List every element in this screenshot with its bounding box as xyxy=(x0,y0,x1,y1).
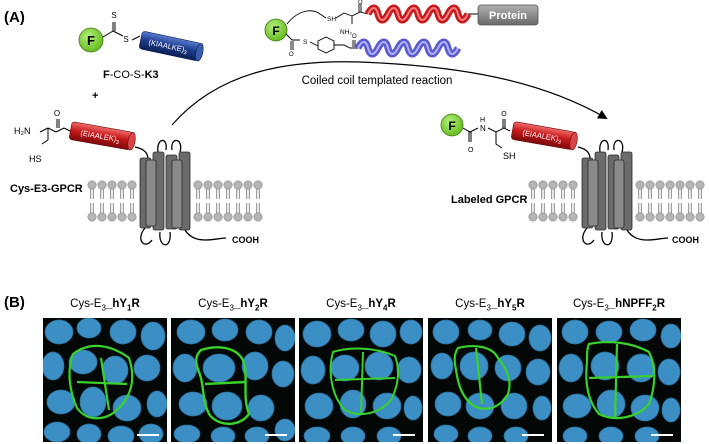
svg-text:S: S xyxy=(303,39,308,46)
thiol-label: HS xyxy=(29,154,42,164)
svg-text:O: O xyxy=(289,52,294,58)
labeled-gpcr-label: Labeled GPCR xyxy=(451,194,527,206)
svg-text:H: H xyxy=(480,117,485,124)
image-title-3: Cys-E3_hY4R xyxy=(326,298,396,313)
gpcr-receptor-icon xyxy=(134,139,227,246)
svg-text:O: O xyxy=(468,147,474,154)
thiol-label-right: SH xyxy=(503,151,516,161)
image-title-4: Cys-E3_hY5R xyxy=(455,298,525,313)
svg-text:O: O xyxy=(352,34,357,40)
cys-e3-gpcr-label: Cys-E3-GPCR xyxy=(10,183,83,195)
svg-text:SH: SH xyxy=(327,16,336,23)
cooh-label-right: COOH xyxy=(672,235,699,245)
svg-text:O: O xyxy=(501,111,507,118)
microscopy-image-3 xyxy=(299,318,423,442)
e3-helix-cylinder-right: (EIAALEK)3 xyxy=(511,121,578,151)
svg-text:N: N xyxy=(480,124,486,133)
cooh-label-left: COOH xyxy=(232,235,259,245)
image-title-1: Cys-E3_hY1R xyxy=(70,298,140,313)
reagent-label: F-CO-S-K3 xyxy=(103,69,159,81)
fluorophore-icon: F xyxy=(264,18,288,42)
panel-a-label: (A) xyxy=(4,9,25,26)
svg-text:O: O xyxy=(54,109,60,118)
labeling-scheme: F S S (KIAALKE)3 F-CO-S-K3 + H₂N xyxy=(10,0,705,246)
scale-bar xyxy=(522,434,544,436)
microscopy-image-5 xyxy=(557,318,681,442)
scale-bar xyxy=(265,434,287,436)
helix-icon xyxy=(354,38,462,58)
microscopy-image-4 xyxy=(428,318,552,442)
coiled-coil-caption: Coiled coil templated reaction xyxy=(302,75,453,87)
fluorophore-icon: F xyxy=(78,27,104,53)
scale-bar xyxy=(137,434,159,436)
scale-bar xyxy=(393,434,415,436)
svg-text:S: S xyxy=(111,11,116,20)
e3-helix-cylinder-left: (EIAALEK)3 xyxy=(69,121,136,151)
svg-text:NH₂: NH₂ xyxy=(340,29,352,36)
arrow-icon xyxy=(171,61,608,126)
k3-helix-cylinder: (KIAALKE)3 xyxy=(139,31,204,62)
thioester-structure xyxy=(102,22,141,41)
cysteine-structure xyxy=(39,119,71,145)
amine-label: H₂N xyxy=(14,126,31,136)
svg-text:S: S xyxy=(123,35,128,44)
microscopy-image-1 xyxy=(43,318,167,442)
svg-text:Protein: Protein xyxy=(489,10,527,22)
image-title-5: Cys-E3_hNPFF2R xyxy=(573,298,665,313)
coiled-coil-diagram: F S O SH NH₂ O O xyxy=(264,0,539,58)
protein-box: Protein xyxy=(477,4,539,26)
svg-text:F: F xyxy=(87,33,95,48)
plus-sign: + xyxy=(92,90,98,102)
image-title-2: Cys-E3_hY2R xyxy=(198,298,268,313)
gpcr-receptor-icon xyxy=(577,139,669,246)
microscopy-image-2 xyxy=(171,318,295,442)
scale-bar xyxy=(651,434,673,436)
svg-text:O: O xyxy=(358,0,363,6)
helix-icon xyxy=(364,4,472,24)
labeled-cysteine-structure xyxy=(462,119,511,149)
fluorophore-icon: F xyxy=(440,113,464,137)
svg-text:F: F xyxy=(448,119,455,133)
panel-b-label: (B) xyxy=(4,294,25,311)
svg-text:F: F xyxy=(272,24,279,38)
